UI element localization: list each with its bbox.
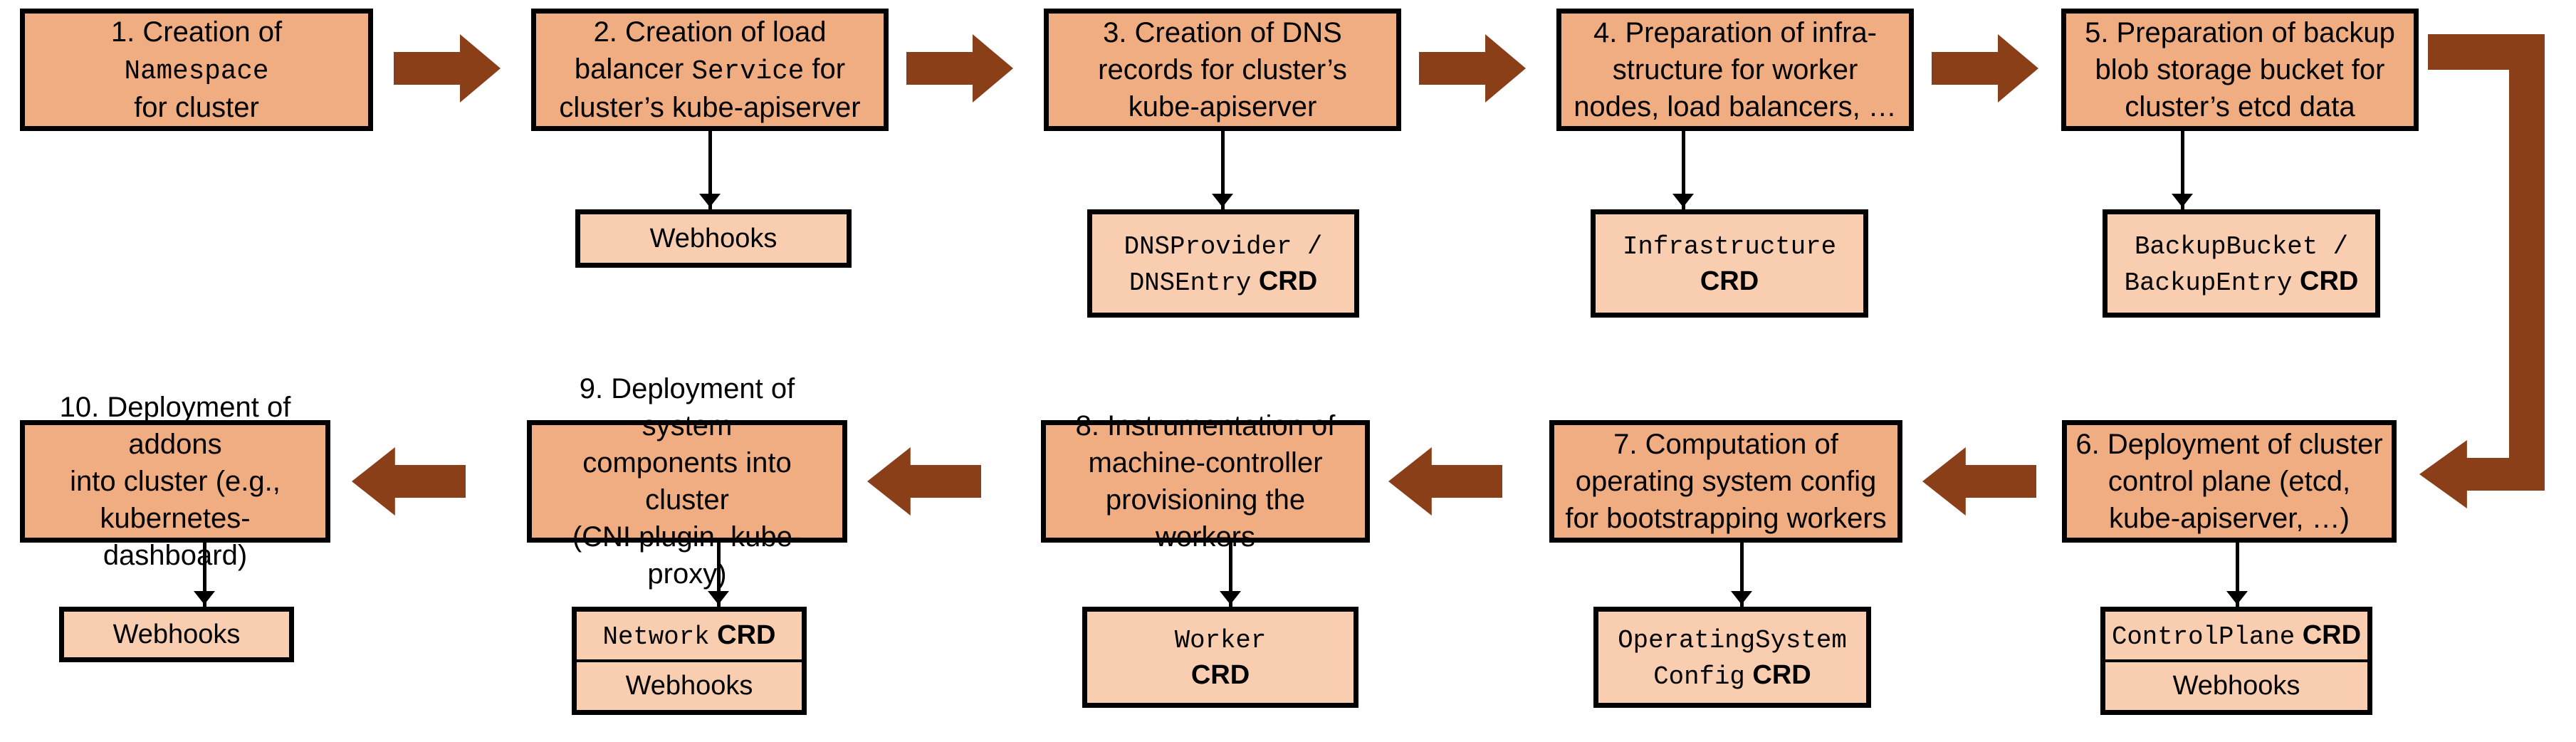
connector-step3-to-crd (1221, 131, 1225, 209)
arrow-step9-to-step10 (352, 447, 466, 516)
sub-box-5-backupbucket-crd[interactable]: BackupBucket /BackupEntry CRD (2103, 209, 2380, 318)
arrow-step5-to-step6-vertical (2509, 34, 2545, 474)
connector-step6-to-crd (2236, 543, 2239, 607)
sub-box-9-network-crd-label: Network CRD (602, 620, 776, 652)
sub-box-2-webhooks[interactable]: Webhooks (575, 209, 852, 268)
sub-box-9-webhooks-label: Webhooks (625, 671, 753, 701)
connector-step9-to-crd (717, 543, 721, 607)
connector-step2-arrowhead (699, 194, 721, 207)
arrow-step3-to-step4 (1419, 34, 1526, 103)
connector-step7-to-crd (1740, 543, 1744, 607)
arrow-step4-to-step5 (1932, 34, 2038, 103)
connector-step3-arrowhead (1212, 194, 1233, 207)
arrow-step8-to-step9 (867, 447, 981, 516)
connector-step8-to-crd (1229, 543, 1232, 607)
sub-box-9-network-crd[interactable]: Network CRD (572, 607, 807, 662)
step-4-label: 4. Preparation of infra-structure for wo… (1574, 17, 1897, 122)
connector-step4-arrowhead (1672, 194, 1694, 207)
arrow-step7-to-step8 (1388, 447, 1502, 516)
sub-box-6-controlplane-crd-label: ControlPlane CRD (2111, 620, 2362, 652)
sub-box-9-webhooks[interactable]: Webhooks (572, 659, 807, 715)
sub-box-2-webhooks-label: Webhooks (649, 223, 777, 254)
sub-box-6-webhooks[interactable]: Webhooks (2100, 659, 2372, 715)
step-box-4[interactable]: 4. Preparation of infra-structure for wo… (1556, 9, 1914, 131)
connector-step7-arrowhead (1731, 591, 1752, 605)
connector-step8-arrowhead (1220, 591, 1241, 605)
arrow-step6-to-step7 (1922, 447, 2036, 516)
connector-step9-arrowhead (708, 591, 729, 605)
sub-box-10-webhooks-label: Webhooks (112, 619, 241, 649)
connector-step10-arrowhead (194, 591, 215, 605)
sub-box-10-webhooks[interactable]: Webhooks (59, 607, 294, 662)
sub-box-6-controlplane-crd[interactable]: ControlPlane CRD (2100, 607, 2372, 662)
connector-step10-to-webhooks (203, 543, 206, 607)
sub-box-3-dns-crd-label: DNSProvider /DNSEntry CRD (1124, 231, 1323, 298)
connector-step6-arrowhead (2226, 591, 2248, 605)
sub-box-3-dns-crd[interactable]: DNSProvider /DNSEntry CRD (1087, 209, 1359, 318)
connector-step5-to-crd (2181, 131, 2184, 209)
arrow-step1-to-step2 (394, 34, 501, 103)
connector-step2-to-webhooks (708, 131, 712, 209)
sub-box-5-backupbucket-crd-label: BackupBucket /BackupEntry CRD (2124, 231, 2359, 298)
connector-step4-to-crd (1682, 131, 1685, 209)
arrow-step2-to-step3 (906, 34, 1013, 103)
connector-step5-arrowhead (2172, 194, 2193, 207)
sub-box-6-webhooks-label: Webhooks (2172, 671, 2300, 701)
